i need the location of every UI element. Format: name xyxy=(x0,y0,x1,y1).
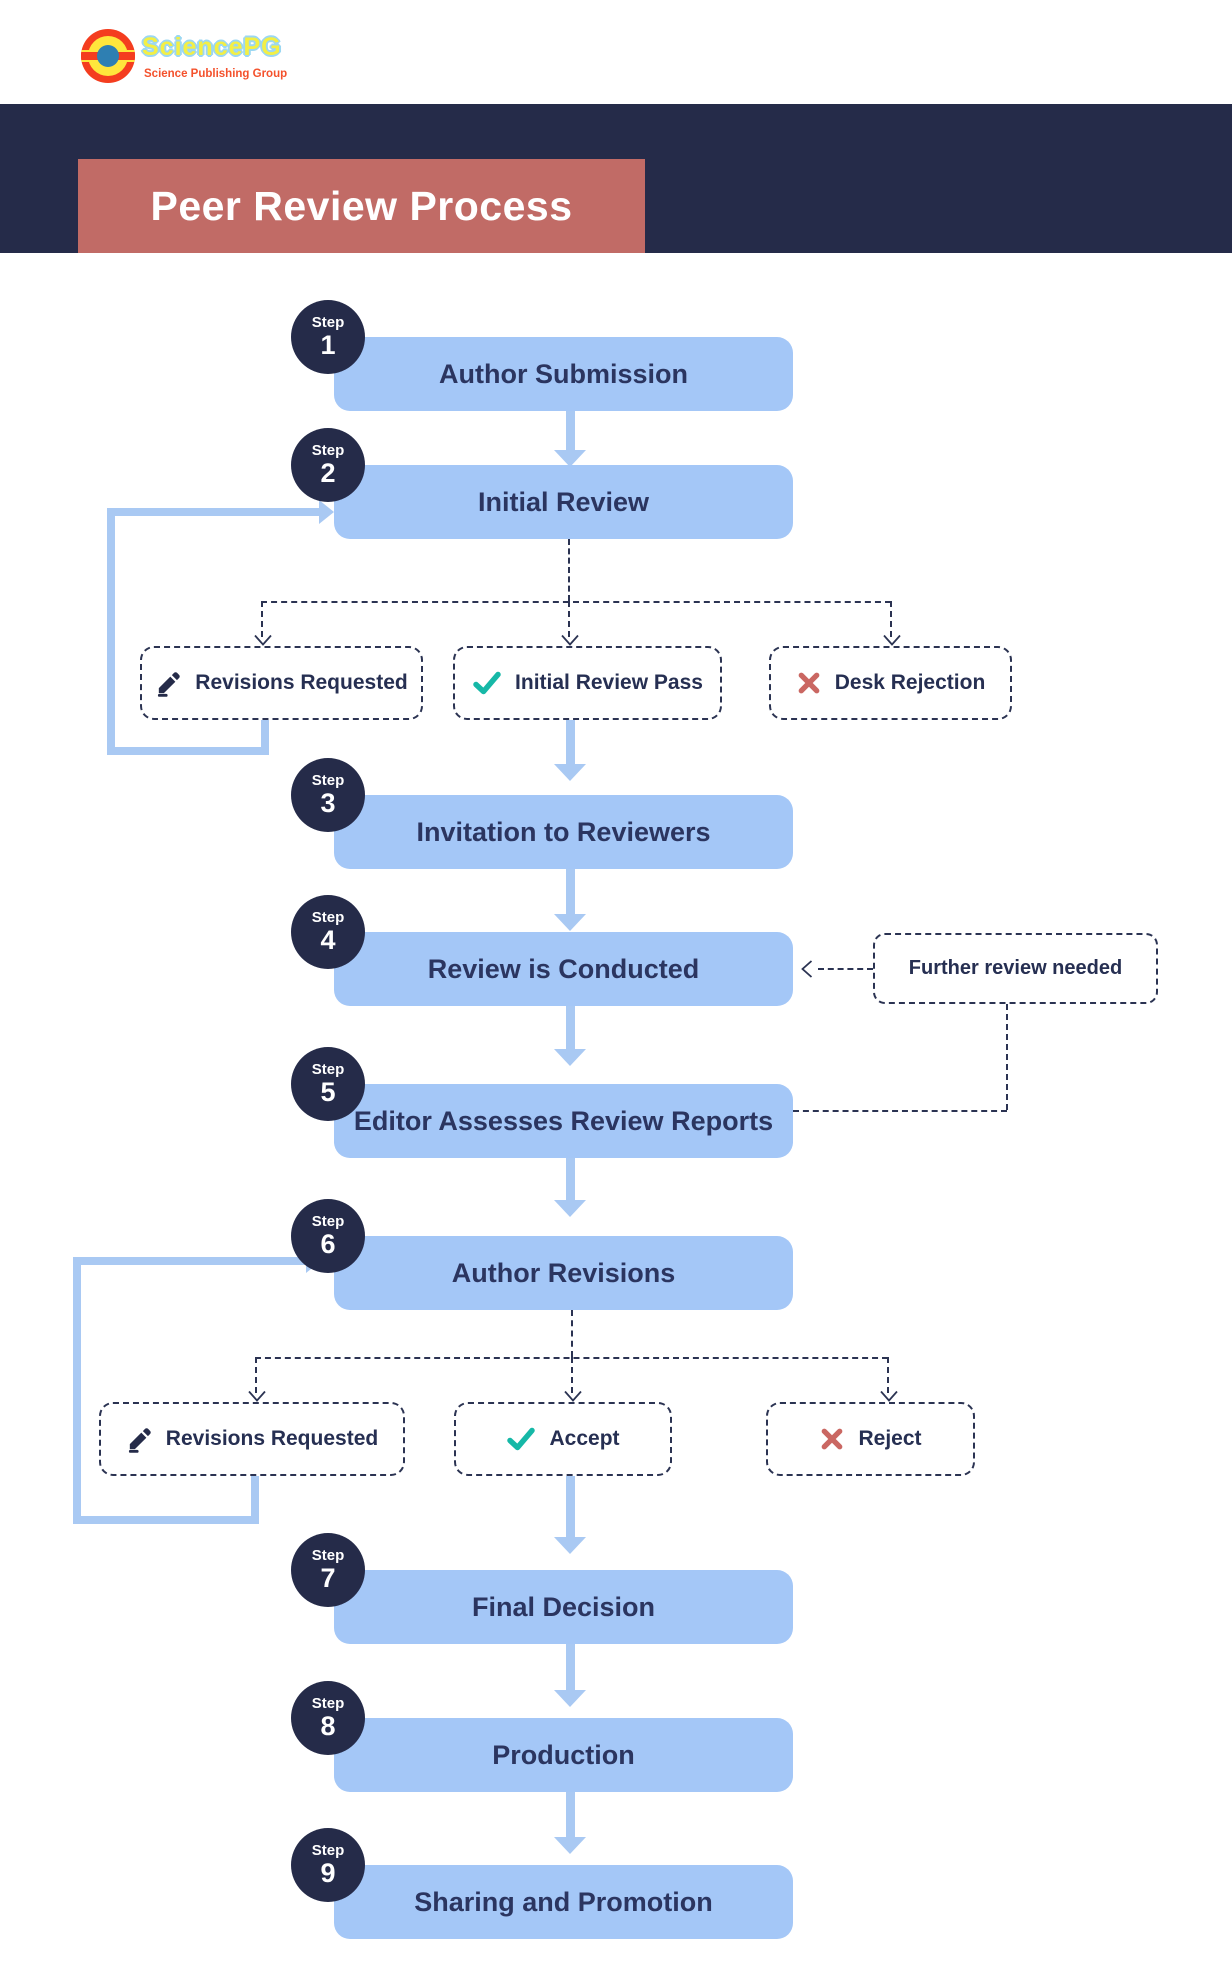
step-box-author-revisions: Author Revisions xyxy=(334,1236,793,1310)
branch-label: Desk Rejection xyxy=(834,671,986,694)
step-label: Initial Review xyxy=(477,486,650,517)
chevron-down-icon xyxy=(254,634,272,646)
step-badge-5: Step 5 xyxy=(291,1047,365,1121)
arrowhead-step3-step4 xyxy=(554,914,586,931)
step-label: Production xyxy=(492,1739,635,1770)
arrow-pass-step3 xyxy=(566,720,575,764)
banner: Peer Review Process xyxy=(0,104,1232,253)
arrowhead-step7-step8 xyxy=(554,1690,586,1707)
arrowhead-step5-step6 xyxy=(554,1200,586,1217)
step-label: Final Decision xyxy=(471,1591,656,1622)
logo-name: SciencePG xyxy=(142,33,282,61)
step-badge-3: Step 3 xyxy=(291,758,365,832)
branch1-horizontal xyxy=(261,601,891,603)
branch-label: Reject xyxy=(858,1427,922,1450)
branch1-right-drop xyxy=(890,601,892,637)
step-label: Review is Conducted xyxy=(427,953,700,984)
step-badge-8: Step 8 xyxy=(291,1681,365,1755)
check-icon xyxy=(472,670,502,696)
sciencepg-logo-icon xyxy=(81,29,135,83)
step-label: Invitation to Reviewers xyxy=(416,816,711,847)
branch-revisions-requested-1: Revisions Requested xyxy=(140,646,423,720)
chevron-down-icon xyxy=(561,634,579,646)
branch-label: Accept xyxy=(549,1427,620,1450)
chevron-down-icon xyxy=(883,634,901,646)
step-badge-7: Step 7 xyxy=(291,1533,365,1607)
step-box-initial-review: Initial Review xyxy=(334,465,793,539)
note-arrow-line xyxy=(818,968,873,970)
x-icon xyxy=(796,670,822,696)
branch2-right-drop xyxy=(887,1357,889,1393)
step-label: Author Submission xyxy=(439,358,688,389)
branch2-stub xyxy=(571,1310,573,1357)
arrowhead-step4-step5 xyxy=(554,1049,586,1066)
pencil-icon xyxy=(126,1426,153,1453)
branch-label: Initial Review Pass xyxy=(515,671,703,694)
title-box: Peer Review Process xyxy=(78,159,645,253)
branch-reject: Reject xyxy=(766,1402,975,1476)
step-box-editor-assesses-review-reports: Editor Assesses Review Reports xyxy=(334,1084,793,1158)
arrowhead-accept-step7 xyxy=(554,1537,586,1554)
branch-desk-rejection: Desk Rejection xyxy=(769,646,1012,720)
step-badge-1: Step 1 xyxy=(291,300,365,374)
chevron-left-icon xyxy=(801,960,813,978)
arrow-step7-step8 xyxy=(566,1644,575,1690)
check-icon xyxy=(506,1426,536,1452)
branch1-mid-drop xyxy=(568,601,570,637)
note-label: Further review needed xyxy=(908,957,1123,979)
loop2-left-segment xyxy=(73,1257,81,1524)
loop2-down-segment xyxy=(251,1476,259,1524)
arrowhead-step1-step2 xyxy=(554,450,586,467)
loop1-left-segment xyxy=(107,508,115,755)
arrow-step1-step2 xyxy=(566,411,575,450)
branch-revisions-requested-2: Revisions Requested xyxy=(99,1402,405,1476)
branch1-left-drop xyxy=(261,601,263,637)
step-box-author-submission: Author Submission xyxy=(334,337,793,411)
step-label: Author Revisions xyxy=(451,1257,676,1288)
step-box-review-is-conducted: Review is Conducted xyxy=(334,932,793,1006)
branch-accept: Accept xyxy=(454,1402,672,1476)
chevron-down-icon xyxy=(564,1390,582,1402)
arrow-step3-step4 xyxy=(566,869,575,914)
arrowhead-pass-step3 xyxy=(554,764,586,781)
header: SciencePG Science Publishing Group xyxy=(0,0,1232,104)
logo-tagline: Science Publishing Group xyxy=(144,68,288,80)
branch1-stub xyxy=(568,539,570,601)
loop1-bottom-segment xyxy=(107,747,269,755)
x-icon xyxy=(819,1426,845,1452)
note-return-horizontal xyxy=(793,1110,1007,1112)
branch2-left-drop xyxy=(255,1357,257,1393)
further-review-needed-note: Further review needed xyxy=(873,933,1158,1004)
step-badge-4: Step 4 xyxy=(291,895,365,969)
page-title: Peer Review Process xyxy=(150,182,573,229)
arrow-step5-step6 xyxy=(566,1158,575,1200)
step-badge-6: Step 6 xyxy=(291,1199,365,1273)
branch-label: Revisions Requested xyxy=(195,671,408,694)
branch-label: Revisions Requested xyxy=(165,1427,379,1450)
step-badge-2: Step 2 xyxy=(291,428,365,502)
arrowhead-step8-step9 xyxy=(554,1837,586,1854)
step-label: Sharing and Promotion xyxy=(414,1886,713,1917)
arrow-accept-step7 xyxy=(566,1476,575,1537)
loop1-arrowhead xyxy=(319,500,334,524)
step-label: Editor Assesses Review Reports xyxy=(353,1105,774,1136)
chevron-down-icon xyxy=(248,1390,266,1402)
branch-initial-review-pass: Initial Review Pass xyxy=(453,646,722,720)
loop2-bottom-segment xyxy=(73,1516,259,1524)
loop1-down-segment xyxy=(261,720,269,755)
arrow-step8-step9 xyxy=(566,1792,575,1837)
note-return-vertical xyxy=(1006,1004,1008,1110)
branch2-mid-drop xyxy=(571,1357,573,1393)
arrow-step4-step5 xyxy=(566,1006,575,1049)
step-box-sharing-and-promotion: Sharing and Promotion xyxy=(334,1865,793,1939)
step-box-production: Production xyxy=(334,1718,793,1792)
loop1-top-segment xyxy=(107,508,319,516)
pencil-icon xyxy=(155,670,182,697)
chevron-down-icon xyxy=(880,1390,898,1402)
step-box-final-decision: Final Decision xyxy=(334,1570,793,1644)
loop2-top-segment xyxy=(73,1257,306,1265)
step-badge-9: Step 9 xyxy=(291,1828,365,1902)
step-box-invitation-to-reviewers: Invitation to Reviewers xyxy=(334,795,793,869)
